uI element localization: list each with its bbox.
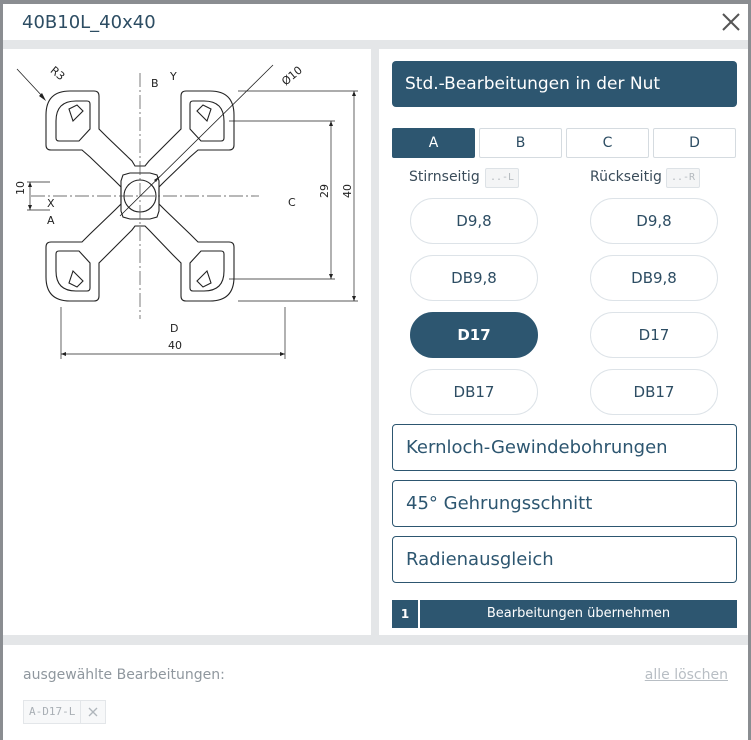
profile-drawing-panel: R3 B Y Ø10 X A C D 10 29 40 40 xyxy=(3,49,371,635)
tab-a[interactable]: A xyxy=(392,128,475,158)
back-side-label: Rückseitig xyxy=(590,169,662,185)
selected-machining-footer: ausgewählte Bearbeitungen: alle löschen … xyxy=(3,645,748,740)
label-b: B xyxy=(151,77,159,90)
back-option-db17[interactable]: DB17 xyxy=(590,369,718,415)
standard-machining-header: Std.-Bearbeitungen in der Nut xyxy=(392,61,737,107)
selected-machining-label: ausgewählte Bearbeitungen: xyxy=(23,667,225,683)
label-a: A xyxy=(47,214,55,227)
tab-d[interactable]: D xyxy=(653,128,736,158)
label-y: Y xyxy=(169,70,177,83)
radius-compensation-button[interactable]: Radienausgleich xyxy=(392,536,737,583)
dimension-10: 10 xyxy=(14,181,27,195)
label-d: D xyxy=(170,322,178,335)
dialog-titlebar: 40B10L_40x40 xyxy=(3,4,748,40)
dialog: 40B10L_40x40 xyxy=(3,4,748,740)
label-radius: R3 xyxy=(48,64,68,83)
remove-tag-button[interactable] xyxy=(80,701,105,723)
core-hole-threading-button[interactable]: Kernloch-Gewindebohrungen xyxy=(392,424,737,471)
remove-icon xyxy=(88,707,98,717)
back-option-d9-8[interactable]: D9,8 xyxy=(590,198,718,244)
front-option-db9-8[interactable]: DB9,8 xyxy=(410,255,538,301)
back-side-code: ..-R xyxy=(666,168,701,188)
front-option-db17[interactable]: DB17 xyxy=(410,369,538,415)
back-option-db9-8[interactable]: DB9,8 xyxy=(590,255,718,301)
front-side-label: Stirnseitig xyxy=(409,169,480,185)
dimension-40-horizontal: 40 xyxy=(168,339,182,352)
tab-c[interactable]: C xyxy=(566,128,649,158)
label-c: C xyxy=(288,196,296,209)
close-button[interactable] xyxy=(720,11,742,33)
label-x: X xyxy=(47,197,55,210)
front-option-d17[interactable]: D17 xyxy=(410,312,538,358)
miter-cut-45-button[interactable]: 45° Gehrungsschnitt xyxy=(392,480,737,527)
close-icon xyxy=(722,13,740,31)
label-diameter: Ø10 xyxy=(279,64,305,89)
apply-bar: 1 Bearbeitungen übernehmen xyxy=(392,600,737,628)
dialog-title: 40B10L_40x40 xyxy=(22,12,156,33)
dimension-29: 29 xyxy=(318,184,331,198)
profile-cross-section-drawing: R3 B Y Ø10 X A C D 10 29 40 40 xyxy=(14,64,358,359)
apply-count-badge: 1 xyxy=(392,600,418,628)
selected-machining-code: A-D17-L xyxy=(29,705,76,718)
clear-all-link[interactable]: alle löschen xyxy=(644,667,728,683)
front-option-d9-8[interactable]: D9,8 xyxy=(410,198,538,244)
back-option-d17[interactable]: D17 xyxy=(590,312,718,358)
apply-machining-button[interactable]: Bearbeitungen übernehmen xyxy=(420,600,737,628)
tab-b[interactable]: B xyxy=(479,128,562,158)
front-side-code: ..-L xyxy=(485,168,520,188)
dimension-40-vertical: 40 xyxy=(341,184,354,198)
selected-machining-tag: A-D17-L xyxy=(23,700,107,724)
machining-options-panel: Std.-Bearbeitungen in der Nut A B C D St… xyxy=(379,49,748,635)
